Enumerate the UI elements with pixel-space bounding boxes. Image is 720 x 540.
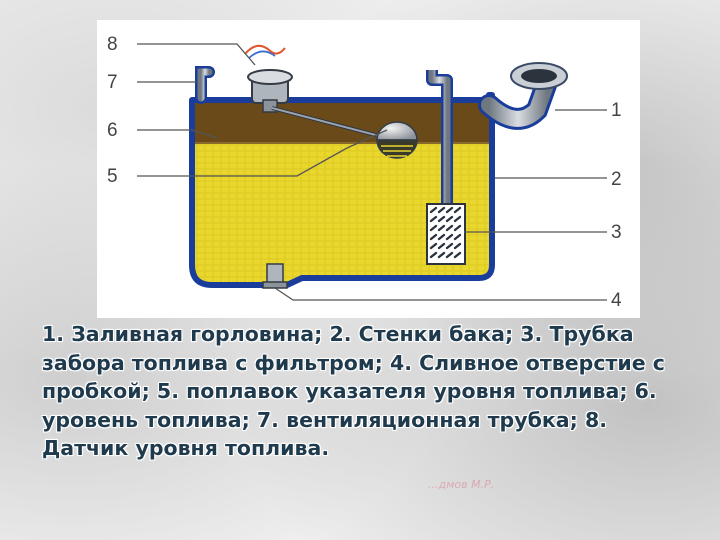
diagram-panel: 8 7 6 5 1 2 3 4	[97, 20, 640, 318]
callout-8: 8	[107, 34, 118, 55]
fuel-tank-diagram: 8 7 6 5 1 2 3 4	[107, 34, 622, 311]
ventilation-tube	[195, 66, 215, 104]
callout-7: 7	[107, 72, 118, 93]
callout-3: 3	[611, 222, 622, 243]
callout-2: 2	[611, 169, 622, 190]
drain-plug	[262, 263, 288, 289]
filler-neck	[478, 62, 568, 130]
fuel-level-sensor	[244, 44, 293, 113]
callout-1: 1	[611, 100, 622, 121]
diagram-caption: 1. Заливная горловина; 2. Стенки бака; 3…	[42, 322, 665, 460]
fuel-intake-tube	[426, 70, 466, 265]
callout-6: 6	[107, 120, 118, 141]
callout-5: 5	[107, 166, 118, 187]
tank-wall	[189, 92, 495, 288]
author-watermark: ...дмов М.Р.	[428, 478, 495, 491]
callout-4: 4	[611, 290, 622, 311]
leader-lines	[137, 43, 607, 301]
float-gauge	[271, 106, 418, 159]
